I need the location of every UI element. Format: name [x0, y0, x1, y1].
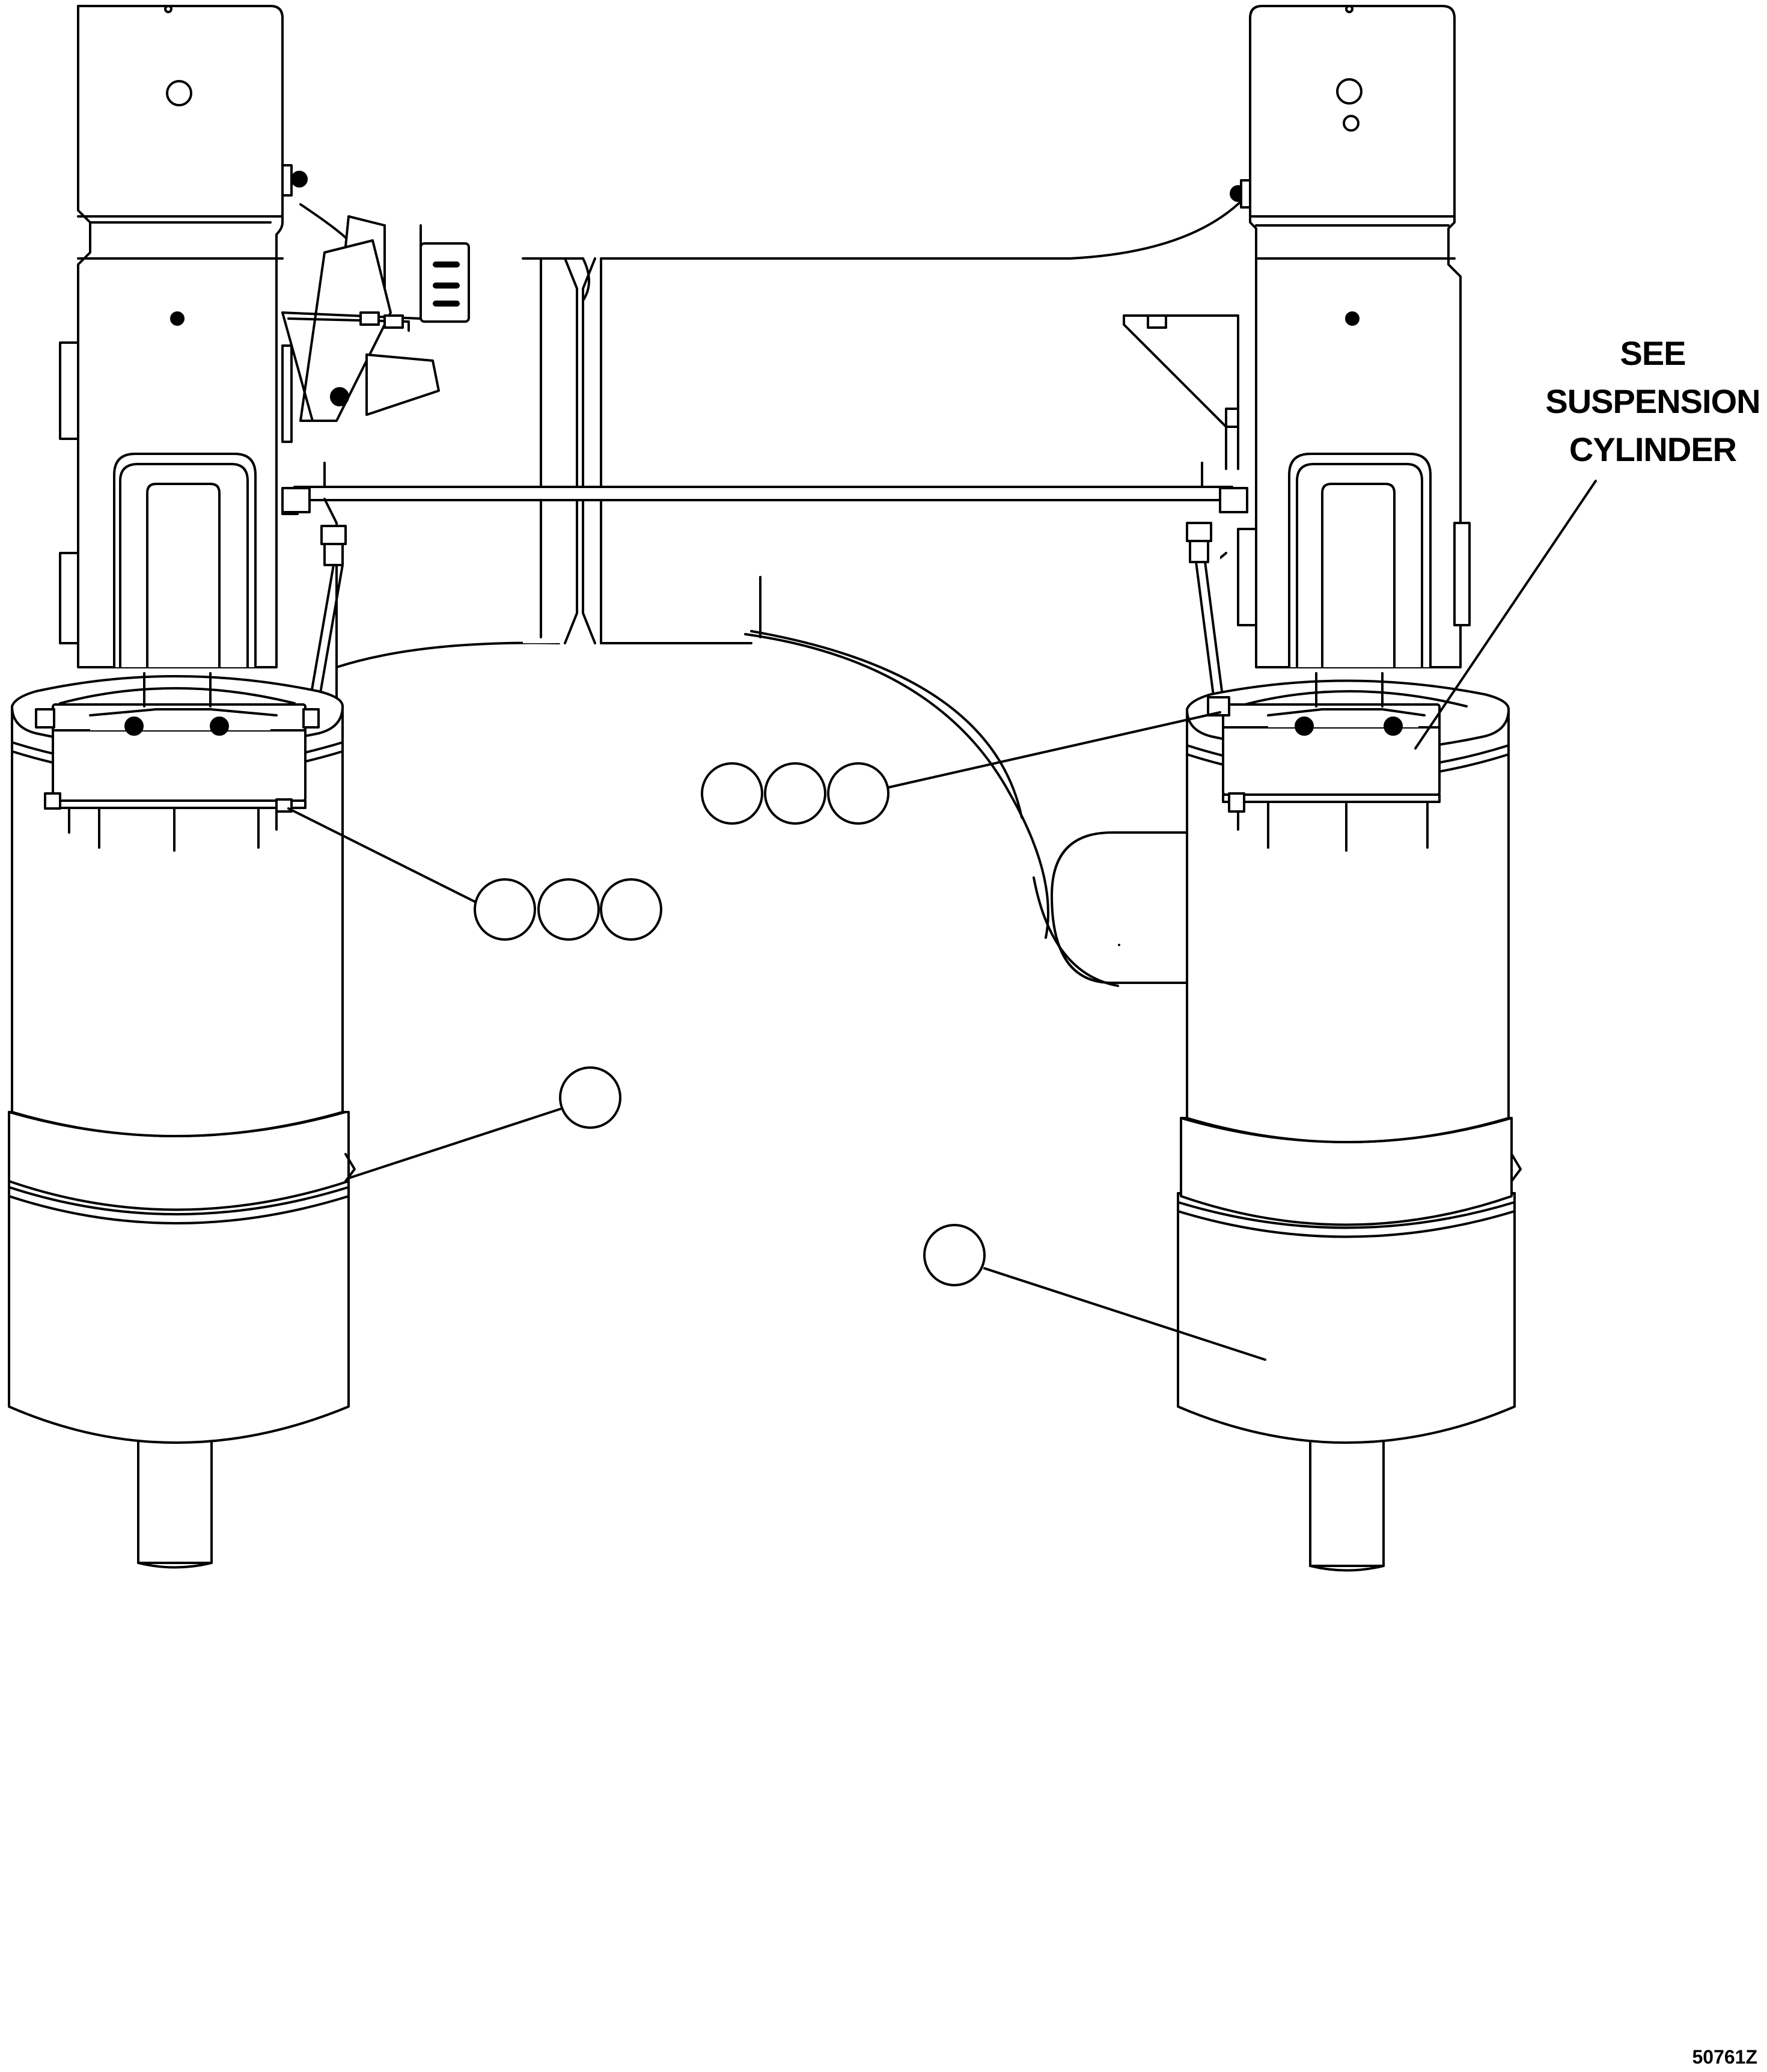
callout-line-see: SEE [1620, 334, 1686, 372]
callout-group-upper-middle [702, 712, 1220, 824]
callout-right-single [924, 1225, 1265, 1360]
callout-line-suspension: SUSPENSION [1545, 382, 1760, 420]
left-suspension-cylinder [9, 673, 355, 1568]
axle-lug [1034, 833, 1190, 986]
right-upper-bracket [1124, 316, 1238, 469]
tie-rod [282, 463, 1247, 703]
axle-tube [337, 198, 1244, 938]
callout-line-cylinder: CYLINDER [1569, 430, 1737, 468]
see-suspension-cylinder-leader [1415, 481, 1596, 748]
callout-group-left-middle [288, 808, 661, 940]
callout-left-single [349, 1068, 620, 1178]
see-suspension-cylinder-label: SEE SUSPENSION CYLINDER [1539, 329, 1767, 474]
left-upper-bracket [282, 204, 469, 421]
right-suspension-cylinder [1178, 673, 1521, 1571]
left-frame-column [60, 6, 307, 667]
right-frame-column [1231, 6, 1469, 667]
figure-id: 50761Z [1692, 2046, 1757, 2068]
